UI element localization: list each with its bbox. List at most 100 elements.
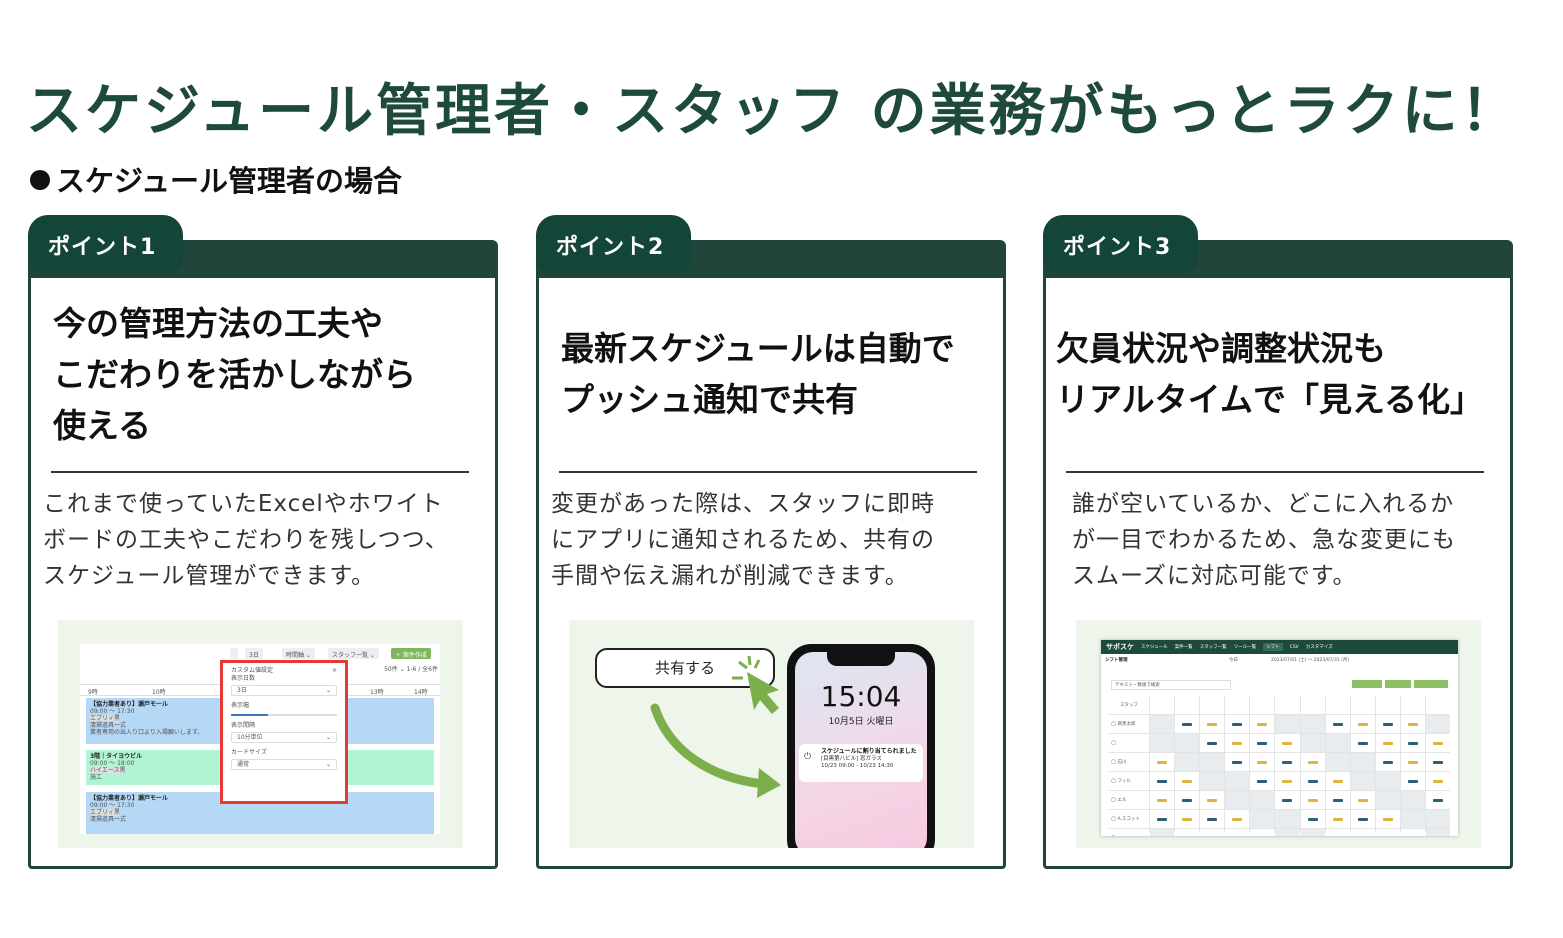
desc-line: 誰が空いているか、どこに入れるか (1072, 491, 1455, 517)
heading-line: プッシュ通知で共有 (561, 380, 858, 419)
shift-cell (1375, 772, 1400, 790)
shift-cell (1275, 810, 1300, 828)
shift-cell (1275, 715, 1300, 733)
app-logo-icon: ⏻ (804, 752, 812, 762)
shift-cell (1350, 734, 1375, 752)
heading-line: こだわりを活かしながら (53, 355, 416, 394)
day-header (1375, 696, 1400, 714)
shift-chip (1407, 760, 1418, 764)
shift-cell (1150, 829, 1175, 836)
click-sparkle-icon (732, 655, 761, 680)
shift-cell (1300, 753, 1325, 771)
day-header (1150, 696, 1175, 714)
shift-cell (1175, 772, 1200, 790)
notification-line: [目黒第八ビル] 窓ガラス (821, 756, 882, 762)
shift-cell (1225, 753, 1250, 771)
shift-cell (1275, 734, 1300, 752)
shift-chip (1357, 798, 1368, 802)
shift-chip (1157, 798, 1168, 802)
shift-chip (1207, 798, 1218, 802)
shift-cell (1300, 772, 1325, 790)
shift-cell (1400, 772, 1425, 790)
bullet-icon (30, 170, 50, 190)
shift-chip (1332, 798, 1343, 802)
staff-name: ◯ 目黒太郎 (1109, 715, 1149, 733)
staff-name: ◯ A.スコット (1109, 810, 1149, 828)
day-header (1200, 696, 1225, 714)
custom-settings-popup: カスタム値設定× 表示日数 3日⌄ 表示幅 表示間隔 10分単位⌄ カードサイズ… (220, 660, 348, 804)
shift-cell (1375, 791, 1400, 809)
staff-name: ◯ (1109, 829, 1149, 836)
shift-cell (1150, 715, 1175, 733)
shift-cell (1200, 791, 1225, 809)
shift-cell (1300, 734, 1325, 752)
width-label: 表示幅 (231, 702, 250, 709)
shift-chip (1407, 722, 1418, 726)
day-header (1175, 696, 1200, 714)
shift-cell (1400, 753, 1425, 771)
days-button: 3日 (245, 648, 263, 659)
shift-cell (1350, 810, 1375, 828)
arrow-illustration (650, 655, 781, 798)
staff-dropdown: スタッフ一覧 ⌄ (328, 648, 379, 659)
app-logo: サポスケ (1106, 643, 1134, 651)
shift-cell (1225, 791, 1250, 809)
shift-cell (1225, 734, 1250, 752)
shift-cell (1250, 753, 1275, 771)
heading-line: 最新スケジュールは自動で (561, 329, 955, 368)
card-size-select: 通常⌄ (231, 759, 337, 770)
point-card-3: ポイント3 欠員状況や調整状況も リアルタイムで「見える化」 誰が空いているか、… (1043, 215, 1513, 869)
shift-chip (1232, 760, 1243, 764)
shift-chip (1207, 741, 1218, 745)
shift-cell (1350, 791, 1375, 809)
heading-line: リアルタイムで「見える化」 (1056, 380, 1484, 419)
shift-cell (1175, 715, 1200, 733)
lockscreen-time: 15:04 (820, 680, 902, 713)
cursor-icon (747, 672, 779, 714)
shift-chip (1182, 817, 1193, 821)
shift-chip (1232, 722, 1243, 726)
day-header (1425, 696, 1450, 714)
width-slider (231, 714, 337, 716)
divider (559, 471, 977, 473)
shift-chip (1257, 722, 1268, 726)
staff-name: ◯ フィル (1109, 772, 1149, 790)
shift-cell (1150, 791, 1175, 809)
shift-chip (1357, 722, 1368, 726)
point-tab: ポイント3 (1043, 215, 1198, 273)
heading-line: 今の管理方法の工夫や (53, 304, 383, 343)
shift-cell (1200, 734, 1225, 752)
shift-cell (1350, 715, 1375, 733)
shift-cell (1175, 753, 1200, 771)
shift-grid: スタッフ◯ 目黒太郎◯ ◯ 石川◯ フィル◯ エル◯ A.スコット◯ (1109, 696, 1450, 836)
shift-cell (1350, 829, 1375, 836)
shift-cell (1425, 753, 1450, 771)
smartphone: 15:04 10月5日 火曜日 ⏻ スケジュールに割り当てられました [目黒第八… (787, 644, 935, 848)
desc-line: が一目でわかるため、急な変更にも (1072, 527, 1456, 553)
push-notification-illustration: 共有する 15:04 10月5日 火曜日 ⏻ スケジュールに割り当てられました … (569, 620, 974, 848)
create-job-button: ＋ 案件作成 (391, 648, 431, 659)
shift-cell (1275, 772, 1300, 790)
hour-label: 9時 (88, 689, 98, 696)
shift-chip (1282, 798, 1293, 802)
card-description: 誰が空いているか、どこに入れるか が一目でわかるため、急な変更にも スムーズに対… (1072, 486, 1456, 594)
shift-cell (1250, 734, 1275, 752)
card-heading: 最新スケジュールは自動で プッシュ通知で共有 (561, 323, 955, 425)
shift-chip (1182, 779, 1193, 783)
push-notification: ⏻ スケジュールに割り当てられました [目黒第八ビル] 窓ガラス 10/23 0… (799, 744, 923, 782)
subtitle-text: スケジュール管理者の場合 (56, 164, 402, 198)
shift-chip (1382, 741, 1393, 745)
shift-cell (1400, 829, 1425, 836)
notification-title: スケジュールに割り当てられました (821, 748, 917, 755)
shift-chip (1332, 722, 1343, 726)
shift-cell (1250, 791, 1275, 809)
shift-cell (1200, 772, 1225, 790)
shift-chip (1182, 798, 1193, 802)
card-description: これまで使っていたExcelやホワイト ボードの工夫やこだわりを残しつつ、 スケ… (43, 486, 449, 594)
shift-cell (1400, 810, 1425, 828)
point-card-1: ポイント1 今の管理方法の工夫や こだわりを活かしながら 使える これまで使って… (28, 215, 498, 869)
shift-cell (1425, 791, 1450, 809)
desc-line: 変更があった際は、スタッフに即時 (551, 491, 935, 517)
shift-cell (1350, 753, 1375, 771)
lockscreen-date: 10月5日 火曜日 (828, 717, 894, 727)
